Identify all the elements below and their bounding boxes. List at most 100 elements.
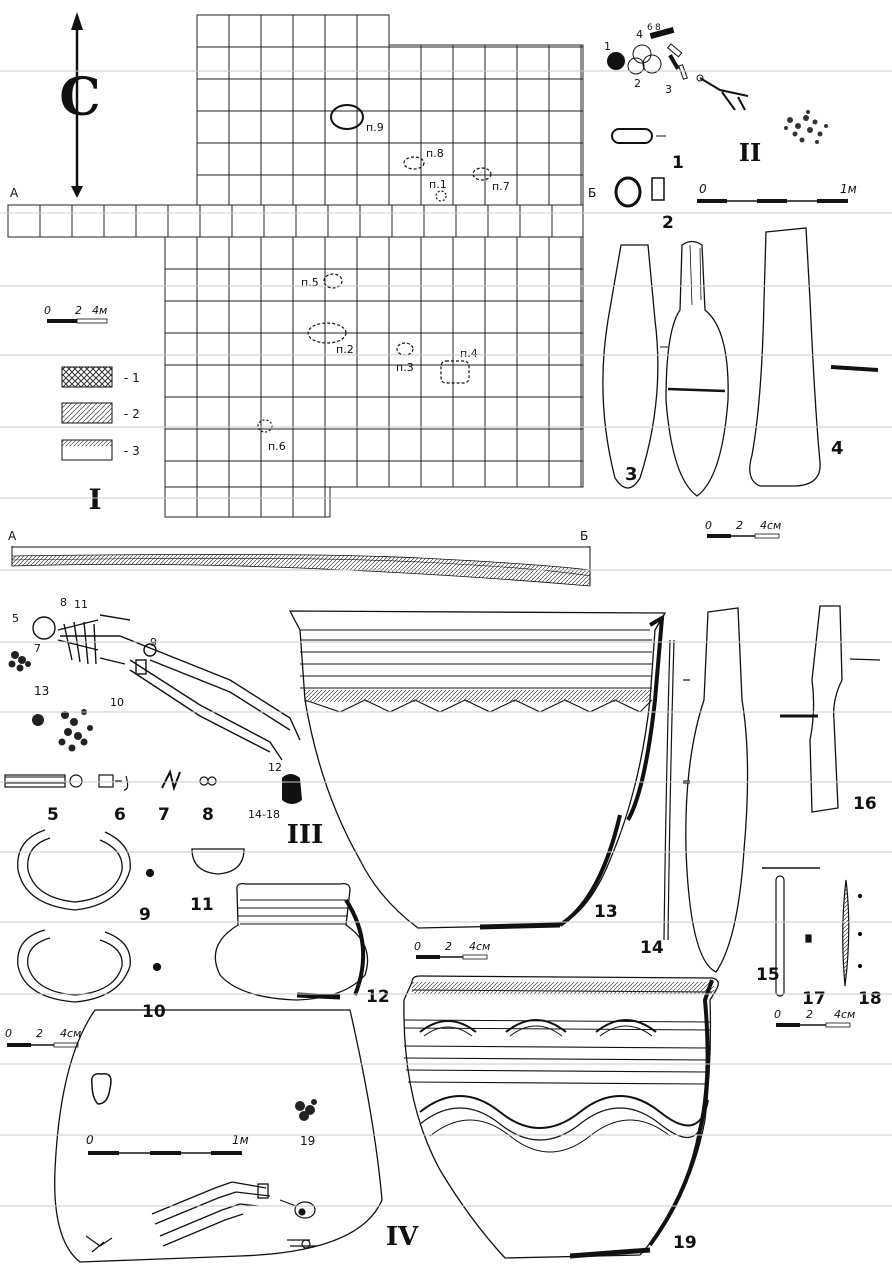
scale-bar-right: 0 2 4см (774, 1008, 855, 1028)
vessel-19: 19 (403, 975, 719, 1259)
svg-text:3: 3 (665, 83, 672, 96)
svg-text:- 2: - 2 (124, 407, 140, 421)
svg-text:18: 18 (858, 989, 882, 1009)
svg-text:3: 3 (625, 464, 638, 485)
svg-text:Б: Б (580, 529, 588, 543)
svg-text:11: 11 (190, 895, 214, 915)
pit-4: п.4 (440, 347, 478, 384)
north-arrow: С (59, 12, 101, 198)
section-label-start: А (10, 186, 19, 200)
svg-text:7: 7 (158, 805, 170, 825)
pit-1: п.1 (429, 178, 447, 202)
svg-text:п.3: п.3 (396, 361, 414, 374)
svg-text:13: 13 (594, 902, 618, 922)
ring-object-1: 1 (611, 128, 684, 173)
tool-15: 15 (685, 607, 820, 985)
north-letter: С (59, 67, 100, 128)
section-iv-label: IV (386, 1222, 419, 1252)
burial-iii-vessel-group: 14-18 (248, 774, 302, 821)
svg-text:2: 2 (634, 77, 641, 90)
bracelet-9: 9 (17, 829, 155, 925)
svg-text:0: 0 (774, 1008, 781, 1021)
section-iii-label: III (287, 820, 324, 850)
burial-iv-fig19: 19 (300, 1134, 315, 1148)
svg-text:19: 19 (673, 1233, 697, 1253)
svg-text:А: А (8, 529, 17, 543)
svg-text:10: 10 (142, 1002, 166, 1022)
tool-17: 17 (775, 875, 826, 1009)
svg-text:4см: 4см (834, 1008, 855, 1021)
tool-16: 16 (809, 605, 881, 814)
tools-3-4: 3 4 0 2 4см (602, 227, 879, 539)
tool-4: 4 (749, 227, 879, 487)
burial-iv-finds (85, 1199, 316, 1253)
svg-text:0: 0 (5, 1027, 12, 1040)
burial-ii-plan: 1 2 3 4 6 8 (604, 23, 828, 144)
burial-ii-scale-bar: 0 1м (697, 182, 857, 203)
svg-text:4см: 4см (760, 519, 781, 532)
svg-text:п.1: п.1 (429, 178, 447, 191)
svg-text:11: 11 (74, 598, 88, 611)
svg-text:0: 0 (86, 1133, 94, 1147)
svg-text:16: 16 (853, 794, 877, 814)
vessel-13: 13 (288, 610, 667, 930)
svg-text:8: 8 (655, 23, 661, 33)
burial-iv-bead-cluster (295, 1099, 317, 1121)
svg-text:2: 2 (36, 1027, 43, 1040)
svg-text:4см: 4см (469, 940, 490, 953)
svg-text:4см: 4см (60, 1027, 81, 1040)
svg-text:8: 8 (60, 596, 67, 609)
ring-object-2: 2 (614, 176, 674, 233)
burial-iii-skeleton (32, 614, 301, 761)
svg-text:1: 1 (604, 40, 611, 53)
svg-text:5: 5 (47, 805, 59, 825)
burial-iii-scale-bar: 0 2 4см (5, 1027, 81, 1048)
plan-legend: - 1 - 2 - 3 (61, 366, 140, 461)
burial-iv-pit-outline (54, 1009, 383, 1263)
svg-text:1м: 1м (840, 182, 857, 196)
svg-text:15: 15 (756, 965, 780, 985)
pit-5: п.5 (301, 273, 343, 289)
svg-text:- 3: - 3 (124, 444, 140, 458)
svg-text:10: 10 (110, 696, 124, 709)
burial-ii: 1 2 3 4 6 8 1 2 II (604, 23, 857, 233)
svg-text:2: 2 (736, 519, 743, 532)
svg-text:1: 1 (672, 153, 684, 173)
pit-9: п.9 (330, 104, 384, 134)
svg-text:п.6: п.6 (268, 440, 286, 453)
svg-text:2: 2 (662, 213, 674, 233)
section-i-label: I (88, 483, 101, 516)
burial-iv-vessel (90, 1072, 112, 1105)
svg-text:0: 0 (699, 182, 707, 196)
pit-6: п.6 (257, 419, 286, 453)
svg-text:6: 6 (114, 805, 126, 825)
burial-iv-scale-bar: 0 1м (86, 1133, 249, 1155)
svg-text:4м: 4м (92, 304, 107, 317)
svg-text:12: 12 (268, 761, 282, 774)
svg-text:8: 8 (202, 805, 214, 825)
pit-8: п.8 (403, 147, 444, 170)
plan-scale-bar: 0 2 4м (44, 304, 108, 324)
scale-bar-13: 0 2 4см (414, 940, 490, 960)
svg-text:2: 2 (806, 1008, 813, 1021)
svg-text:0: 0 (414, 940, 421, 953)
section-label-end: Б (588, 186, 596, 200)
pit-3: п.3 (396, 342, 414, 374)
pendant-11: 11 (190, 848, 245, 915)
svg-text:п.5: п.5 (301, 276, 319, 289)
svg-text:2: 2 (75, 304, 82, 317)
svg-text:6: 6 (647, 23, 653, 33)
burial-iii-beads (8, 651, 93, 752)
pit-2: п.2 (307, 322, 354, 356)
svg-text:2: 2 (445, 940, 452, 953)
svg-text:1м: 1м (232, 1133, 249, 1147)
section-ii-label: II (739, 138, 761, 167)
svg-text:4: 4 (831, 438, 844, 459)
tools-scale-bar: 0 2 4см (705, 519, 781, 539)
burial-iv-skeleton (151, 1181, 271, 1247)
svg-text:9: 9 (139, 905, 151, 925)
tool-3: 3 (602, 240, 729, 497)
burial-ii-beads (784, 110, 828, 144)
excavation-plan: С А Б п.9 п.8 п.1 п.7 (7, 12, 596, 587)
